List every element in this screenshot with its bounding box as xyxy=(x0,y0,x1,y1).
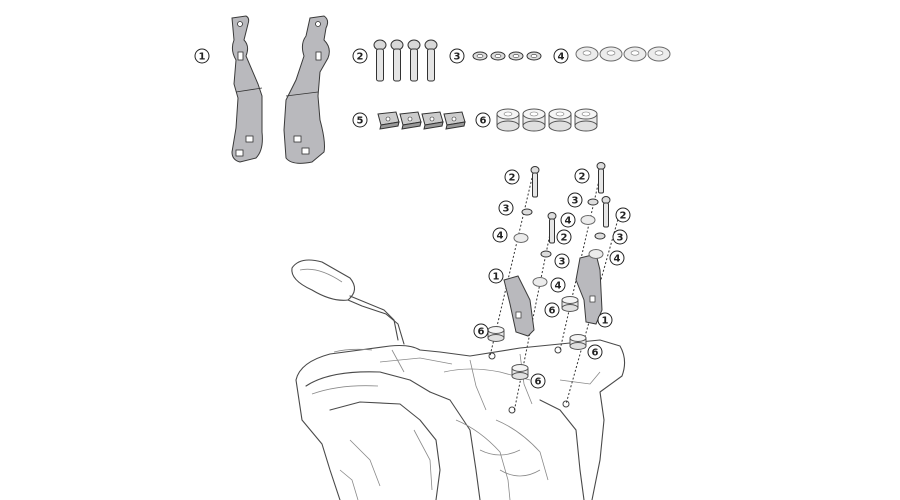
assembly-callout-1a: 1 xyxy=(488,268,504,284)
assembly-callout-2b: 2 xyxy=(556,229,572,245)
svg-text:1: 1 xyxy=(493,272,500,283)
assembly-callout-3b: 3 xyxy=(554,253,570,269)
svg-text:6: 6 xyxy=(535,377,542,388)
lock-washers-part xyxy=(472,51,542,61)
svg-text:5: 5 xyxy=(357,116,364,127)
svg-text:4: 4 xyxy=(565,216,572,227)
svg-text:4: 4 xyxy=(555,281,562,292)
svg-text:4: 4 xyxy=(558,52,565,63)
svg-text:6: 6 xyxy=(549,306,556,317)
assembly-callout-2c: 2 xyxy=(574,168,590,184)
left-bracket-part xyxy=(231,15,263,163)
assembly-callout-6a: 6 xyxy=(473,323,489,339)
flat-washers-part xyxy=(575,46,671,62)
svg-text:4: 4 xyxy=(497,231,504,242)
svg-text:3: 3 xyxy=(559,257,566,268)
svg-text:6: 6 xyxy=(478,327,485,338)
spacers-part xyxy=(496,108,598,132)
assembled-right-bracket xyxy=(575,253,603,325)
assembly-callouts: 2 3 4 1 6 6 2 3 4 6 2 3 4 2 3 4 1 6 xyxy=(473,168,631,389)
assembly-callout-6c: 6 xyxy=(544,302,560,318)
svg-text:6: 6 xyxy=(480,116,487,127)
part-2-label: 2 xyxy=(352,48,368,64)
assembly-callout-6d: 6 xyxy=(587,344,603,360)
part-3-label: 3 xyxy=(449,48,465,64)
svg-text:3: 3 xyxy=(503,204,510,215)
part-4-label: 4 xyxy=(553,48,569,64)
svg-text:2: 2 xyxy=(561,233,568,244)
svg-text:3: 3 xyxy=(572,196,579,207)
assembly-washers xyxy=(513,198,606,287)
bolts-part xyxy=(373,39,438,82)
svg-text:1: 1 xyxy=(199,52,206,63)
assembly-callout-4c: 4 xyxy=(560,212,576,228)
svg-text:6: 6 xyxy=(592,348,599,359)
assembly-callout-3a: 3 xyxy=(498,200,514,216)
svg-text:3: 3 xyxy=(454,52,461,63)
part-5-label: 5 xyxy=(352,112,368,128)
assembly-callout-4d: 4 xyxy=(609,250,625,266)
assembly-callout-2a: 2 xyxy=(504,169,520,185)
assembled-left-bracket xyxy=(503,275,535,337)
part-6-label: 6 xyxy=(475,112,491,128)
clip-nuts-part xyxy=(377,111,466,130)
assembly-callout-3d: 3 xyxy=(612,229,628,245)
assembly-callout-2d: 2 xyxy=(615,207,631,223)
assembly-callout-4a: 4 xyxy=(492,227,508,243)
assembly-spacers xyxy=(487,296,587,380)
svg-text:2: 2 xyxy=(620,211,627,222)
svg-text:2: 2 xyxy=(509,173,516,184)
assembly-callout-4b: 4 xyxy=(550,277,566,293)
svg-text:4: 4 xyxy=(614,254,621,265)
svg-text:1: 1 xyxy=(602,316,609,327)
svg-text:2: 2 xyxy=(357,52,364,63)
assembly-callout-1b: 1 xyxy=(597,312,613,328)
part-1-label: 1 xyxy=(194,48,210,64)
assembly-callout-6b: 6 xyxy=(530,373,546,389)
assembly-bolts xyxy=(530,162,611,244)
svg-text:3: 3 xyxy=(617,233,624,244)
svg-text:2: 2 xyxy=(579,172,586,183)
motorcycle-front-illustration xyxy=(291,259,626,500)
assembly-callout-3c: 3 xyxy=(567,192,583,208)
right-bracket-part xyxy=(283,15,330,164)
